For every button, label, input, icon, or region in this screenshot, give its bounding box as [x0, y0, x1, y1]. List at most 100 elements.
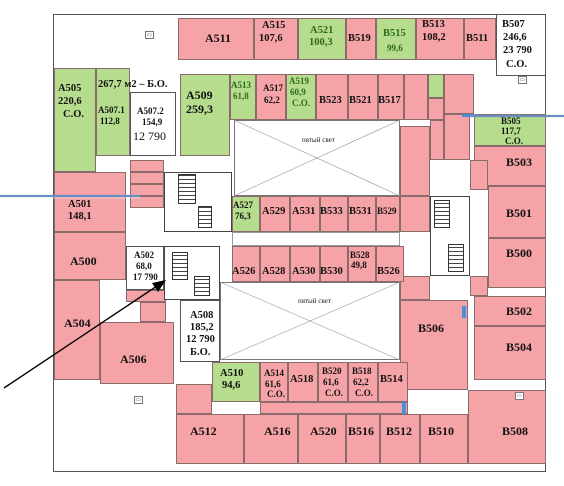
room-a512[interactable]	[176, 414, 244, 464]
room-a517[interactable]	[256, 74, 286, 120]
room-a510-name: A510	[220, 368, 244, 379]
room-b526[interactable]	[376, 246, 404, 282]
room-b500[interactable]	[488, 238, 546, 288]
room-a507-1[interactable]	[96, 68, 130, 156]
room-a509[interactable]	[180, 74, 230, 156]
room-b520-area: 61,6	[323, 377, 339, 387]
room-b523[interactable]	[316, 74, 348, 120]
room-b531[interactable]	[348, 196, 376, 232]
room-b502[interactable]	[474, 296, 546, 326]
window-marker-bottom	[402, 402, 406, 414]
room-b505-area: 117,7	[501, 126, 521, 136]
room-b511-name: B511	[466, 33, 489, 44]
cell-east-4	[470, 276, 488, 296]
room-a514[interactable]	[260, 362, 288, 402]
cell-ne-2	[428, 74, 444, 98]
room-a504[interactable]	[54, 280, 100, 380]
room-b519[interactable]	[346, 18, 376, 60]
room-b508[interactable]	[468, 390, 546, 464]
room-b507-price: 23 790	[503, 45, 532, 56]
room-a515[interactable]	[254, 18, 298, 60]
room-b529[interactable]	[376, 196, 400, 232]
cell-east-2	[400, 196, 430, 232]
room-a520[interactable]	[298, 414, 346, 464]
room-a507-1-area: 112,8	[100, 116, 120, 126]
cell-west-4	[130, 196, 164, 208]
cell-ne-5	[400, 126, 430, 196]
room-a512-name: A512	[190, 424, 217, 438]
room-b530[interactable]	[320, 246, 348, 282]
room-b513[interactable]	[416, 18, 464, 60]
room-b501[interactable]	[488, 186, 546, 238]
room-b515-area: 99,6	[387, 43, 403, 53]
room-b510[interactable]	[420, 414, 468, 464]
room-b514-name: B514	[380, 374, 403, 385]
room-a507-1-name: A507.1	[98, 105, 125, 115]
room-a529[interactable]	[260, 196, 290, 232]
room-b518[interactable]	[348, 362, 378, 402]
room-a511-name: A511	[205, 31, 232, 45]
room-a527[interactable]	[232, 196, 260, 232]
room-b517[interactable]	[378, 74, 404, 120]
room-b512-name: B512	[386, 424, 413, 438]
room-a520-name: A520	[310, 424, 337, 438]
room-b514[interactable]	[378, 362, 408, 402]
room-a507-2[interactable]	[130, 92, 176, 156]
room-a531[interactable]	[290, 196, 320, 232]
room-b520-note: C.O.	[325, 388, 343, 398]
room-a508[interactable]	[180, 300, 220, 362]
room-b504[interactable]	[474, 326, 546, 380]
room-a500-name: A500	[70, 254, 97, 268]
room-a505[interactable]	[54, 68, 96, 172]
room-a516[interactable]	[244, 414, 298, 464]
room-b508-name: B508	[502, 424, 529, 438]
cell-ne-7	[444, 114, 470, 160]
room-a521-area: 100,3	[309, 37, 333, 48]
room-b511[interactable]	[464, 18, 496, 60]
room-b512[interactable]	[380, 414, 420, 464]
room-a500[interactable]	[54, 232, 126, 280]
tag-2: ▭	[518, 76, 527, 84]
room-a518[interactable]	[288, 362, 318, 402]
room-a511[interactable]	[178, 18, 254, 60]
room-a519-area: 60,9	[290, 87, 306, 97]
cell-ne-3	[428, 98, 444, 120]
room-a507-2-price: 12 790	[133, 129, 166, 143]
room-b515[interactable]	[376, 18, 416, 60]
room-a501[interactable]	[54, 172, 126, 232]
room-b521[interactable]	[348, 74, 378, 120]
room-a530[interactable]	[290, 246, 320, 282]
room-b531-name: B531	[349, 206, 372, 217]
room-b507-area: 246,6	[503, 32, 527, 43]
room-b528[interactable]	[348, 246, 376, 282]
room-b516[interactable]	[346, 414, 380, 464]
room-b503-name: B503	[506, 155, 533, 169]
room-b533[interactable]	[320, 196, 348, 232]
tag-4: ▭	[515, 392, 524, 400]
window-marker-east	[462, 114, 478, 117]
room-a513[interactable]	[230, 74, 256, 120]
room-b520[interactable]	[318, 362, 348, 402]
room-a518-name: A518	[290, 374, 314, 385]
room-a526[interactable]	[232, 246, 260, 282]
room-a530-name: A530	[292, 266, 316, 277]
room-b516-name: B516	[348, 424, 375, 438]
room-b507[interactable]	[496, 14, 546, 76]
room-b505[interactable]	[474, 114, 546, 146]
cell-east-3	[400, 276, 430, 300]
cell-sw-2	[260, 402, 408, 414]
room-b506[interactable]	[400, 300, 468, 390]
room-a519[interactable]	[286, 74, 316, 120]
room-a514-name: A514	[264, 368, 284, 378]
room-a515-area: 107,6	[259, 33, 283, 44]
room-a504-name: A504	[64, 316, 91, 330]
room-a517-name: A517	[263, 83, 283, 93]
room-b528-name: B528	[350, 250, 370, 260]
room-a521[interactable]	[298, 18, 346, 60]
room-a528[interactable]	[260, 246, 290, 282]
room-a507-1-extra: 267,7 м2 – Б.О.	[98, 79, 168, 90]
room-a510[interactable]	[212, 362, 260, 402]
room-a508-price: 12 790	[186, 334, 215, 345]
room-a502-name: A502	[134, 250, 154, 260]
atrium-south	[220, 282, 400, 360]
